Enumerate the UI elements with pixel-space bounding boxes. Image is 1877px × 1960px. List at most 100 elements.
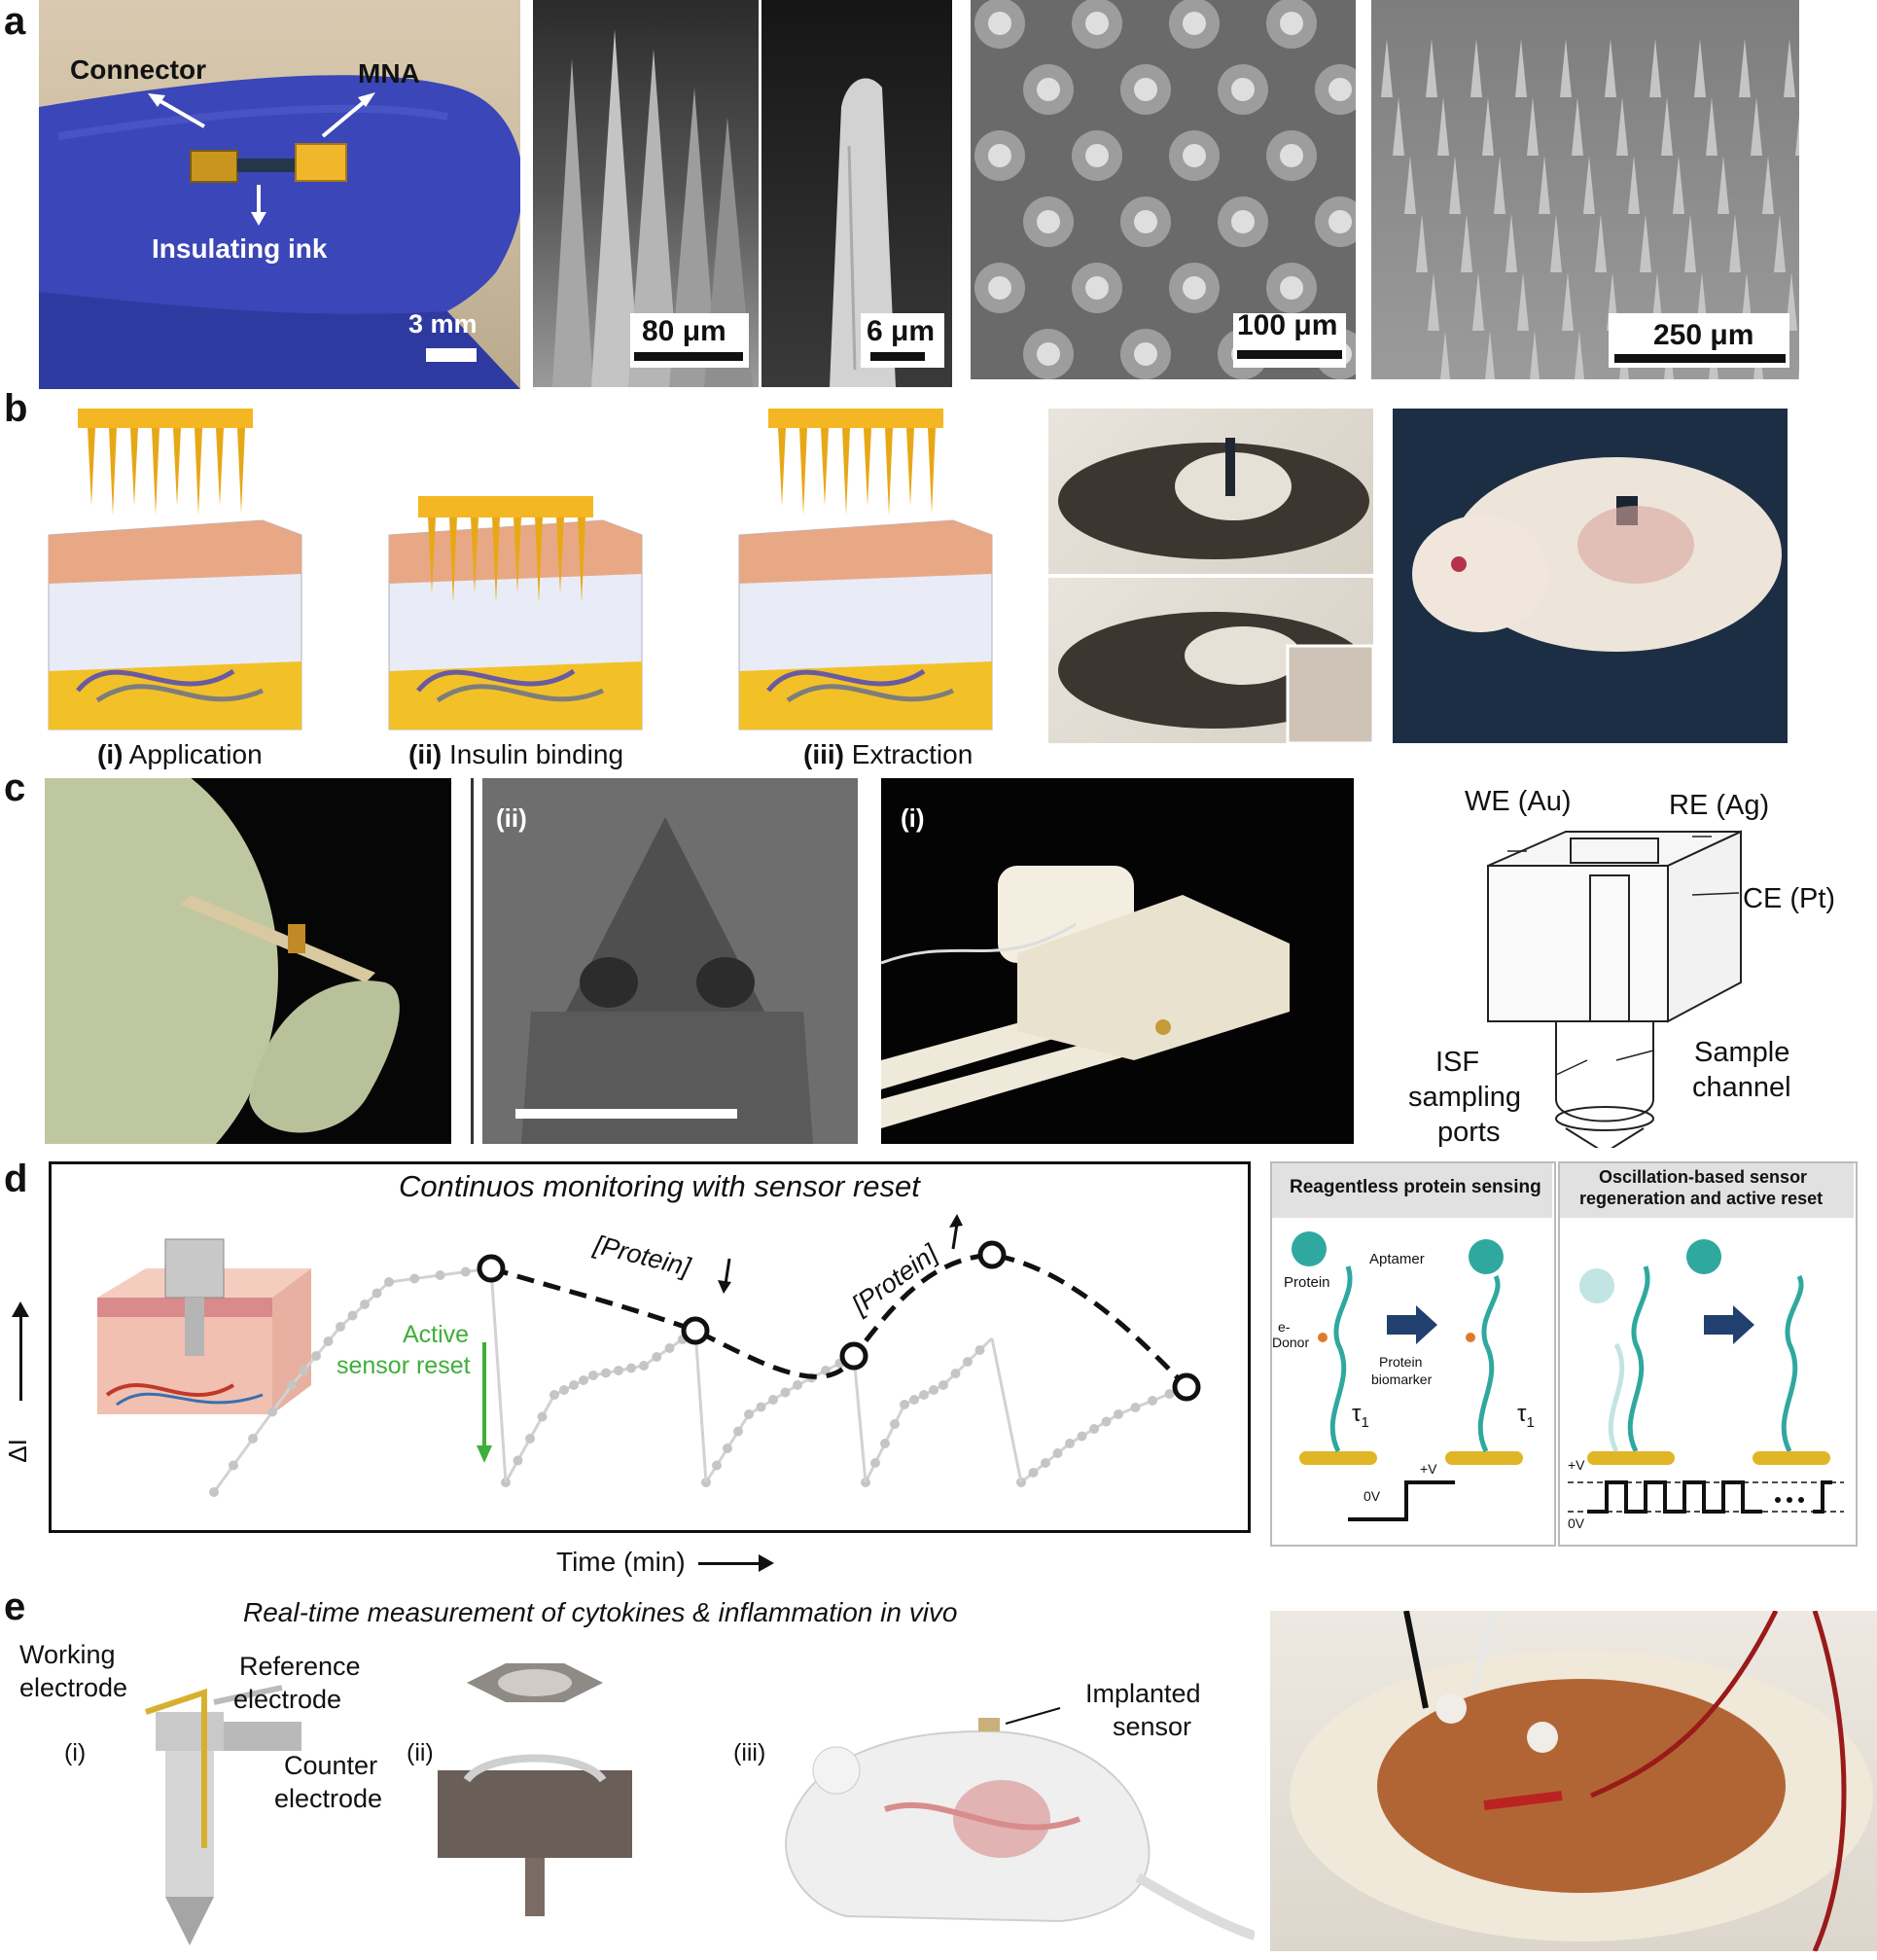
- tilted-needle: [1517, 272, 1529, 331]
- signal-point: [209, 1487, 219, 1497]
- reset-arrowhead: [477, 1445, 492, 1463]
- oscillation-diagram: [1568, 1239, 1844, 1514]
- glove-hand-illustration: [39, 75, 520, 389]
- sem-dot-core: [1037, 78, 1060, 101]
- vplus-label-1: +V: [1420, 1461, 1437, 1477]
- sem-tilted-array: 250 μm: [1371, 0, 1799, 379]
- scale-80um-label: 80 μm: [642, 315, 726, 347]
- sem-dot-core: [1328, 78, 1352, 101]
- tilted-needle: [1461, 214, 1472, 272]
- scale-3mm-label: 3 mm: [408, 309, 478, 339]
- signal-point: [652, 1352, 662, 1362]
- cytokine-title: Real-time measurement of cytokines & inf…: [243, 1597, 958, 1627]
- tilted-needle: [1572, 97, 1583, 156]
- isf-label-2: sampling: [1408, 1082, 1522, 1113]
- electrode-3d: [145, 1685, 301, 1945]
- we-label: WE (Au): [1465, 786, 1572, 817]
- signal-point: [890, 1419, 900, 1429]
- envelope-marker: [977, 1240, 1007, 1269]
- roman-i: (i): [64, 1739, 87, 1766]
- tilted-needle: [1718, 156, 1729, 214]
- skin-block-application: [48, 409, 302, 731]
- signal-point: [950, 1369, 961, 1378]
- envelope-marker: [477, 1254, 506, 1283]
- printed-sensor-photo: (i): [881, 778, 1354, 1144]
- tilted-needle: [1494, 156, 1505, 214]
- panel-letter-c: c: [4, 766, 26, 809]
- signal-point: [963, 1357, 973, 1367]
- tilted-needle: [1649, 39, 1661, 97]
- signal-point: [1041, 1458, 1050, 1468]
- tau-right: τ1: [1517, 1401, 1535, 1431]
- plot-layer: [209, 1214, 1201, 1497]
- signal-point: [248, 1434, 258, 1443]
- protein-down-arrow: [724, 1258, 731, 1285]
- tau-right-sym: τ: [1517, 1401, 1527, 1427]
- signal-point: [267, 1407, 277, 1417]
- sem-divider: [759, 0, 761, 387]
- signal-point: [579, 1375, 588, 1385]
- skin-block-binding: [388, 496, 643, 731]
- signal-point: [768, 1395, 778, 1405]
- signal-point: [435, 1270, 445, 1280]
- tilted-needle: [1515, 39, 1527, 97]
- signal-point: [1101, 1416, 1112, 1427]
- re-label: RE (Ag): [1669, 790, 1770, 821]
- signal-point: [1130, 1403, 1141, 1412]
- tau-left-sym: τ: [1352, 1401, 1362, 1427]
- protein-up-arrow: [951, 1223, 959, 1250]
- mna-device-photo: Connector MNA Insulating ink 3 mm: [39, 0, 520, 389]
- panel-letter-a: a: [4, 0, 26, 43]
- protein-up-arrowhead: [949, 1214, 963, 1228]
- tilted-needle: [1583, 156, 1595, 214]
- signal-point: [723, 1443, 732, 1453]
- reagentless-header: [1272, 1163, 1552, 1218]
- implanted-label-1: Implanted: [1085, 1679, 1201, 1708]
- tilted-needle: [1472, 272, 1484, 331]
- signal-point: [614, 1366, 623, 1375]
- signal-point: [1028, 1468, 1039, 1478]
- signal-point: [1114, 1409, 1123, 1419]
- y-axis-arrow: [19, 1311, 22, 1401]
- tilted-needle: [1437, 97, 1449, 156]
- sem-top-dots: [974, 0, 1356, 379]
- rat-implant-photo: [1270, 1611, 1877, 1951]
- sample-label-1: Sample: [1694, 1037, 1790, 1068]
- step-extraction-num: (iii): [803, 739, 844, 769]
- insulating-ink-label: Insulating ink: [152, 233, 328, 264]
- scale-100um-label: 100 μm: [1237, 309, 1338, 341]
- signal-point: [299, 1366, 309, 1375]
- sem-dot-core: [1183, 276, 1206, 300]
- sem-tip-drawing: [830, 78, 896, 387]
- mouse-3d: [785, 1707, 1255, 1941]
- sem-single-tip: 6 μm: [761, 0, 952, 387]
- step-application: (i) Application: [97, 739, 263, 770]
- sem-dot-core: [1037, 210, 1060, 233]
- implanted-label-2: sensor: [1113, 1712, 1192, 1741]
- envelope-marker: [839, 1341, 868, 1371]
- implant-illustration: [97, 1238, 311, 1414]
- sem-dot-core: [1328, 210, 1352, 233]
- working-electrode-2: electrode: [19, 1673, 128, 1702]
- sensor-illustrations: [145, 1663, 1255, 1945]
- signal-point: [287, 1380, 297, 1390]
- signal-point: [938, 1380, 948, 1390]
- signal-point: [311, 1351, 321, 1361]
- oscillation-title-1: Oscillation-based sensor: [1599, 1167, 1808, 1187]
- biomarker-text-2: biomarker: [1371, 1372, 1433, 1387]
- signal-point: [756, 1402, 766, 1412]
- step-extraction-text: Extraction: [851, 739, 974, 769]
- oscillation-title-2: regeneration and active reset: [1579, 1189, 1824, 1208]
- sub-label-ii: (ii): [496, 803, 527, 833]
- tilted-needle: [1428, 272, 1439, 331]
- tilted-needle: [1628, 156, 1640, 214]
- signal-point: [1065, 1439, 1075, 1448]
- tilted-needle: [1661, 97, 1673, 156]
- tilted-needle: [1539, 156, 1550, 214]
- step-insulin-num: (ii): [408, 739, 443, 769]
- tau-left-sub: 1: [1361, 1413, 1369, 1431]
- donor-text-1: e-: [1278, 1319, 1291, 1335]
- sem-dot-core: [1134, 342, 1157, 366]
- sem-dot-core: [988, 12, 1011, 35]
- monitoring-plot: [97, 1214, 1201, 1497]
